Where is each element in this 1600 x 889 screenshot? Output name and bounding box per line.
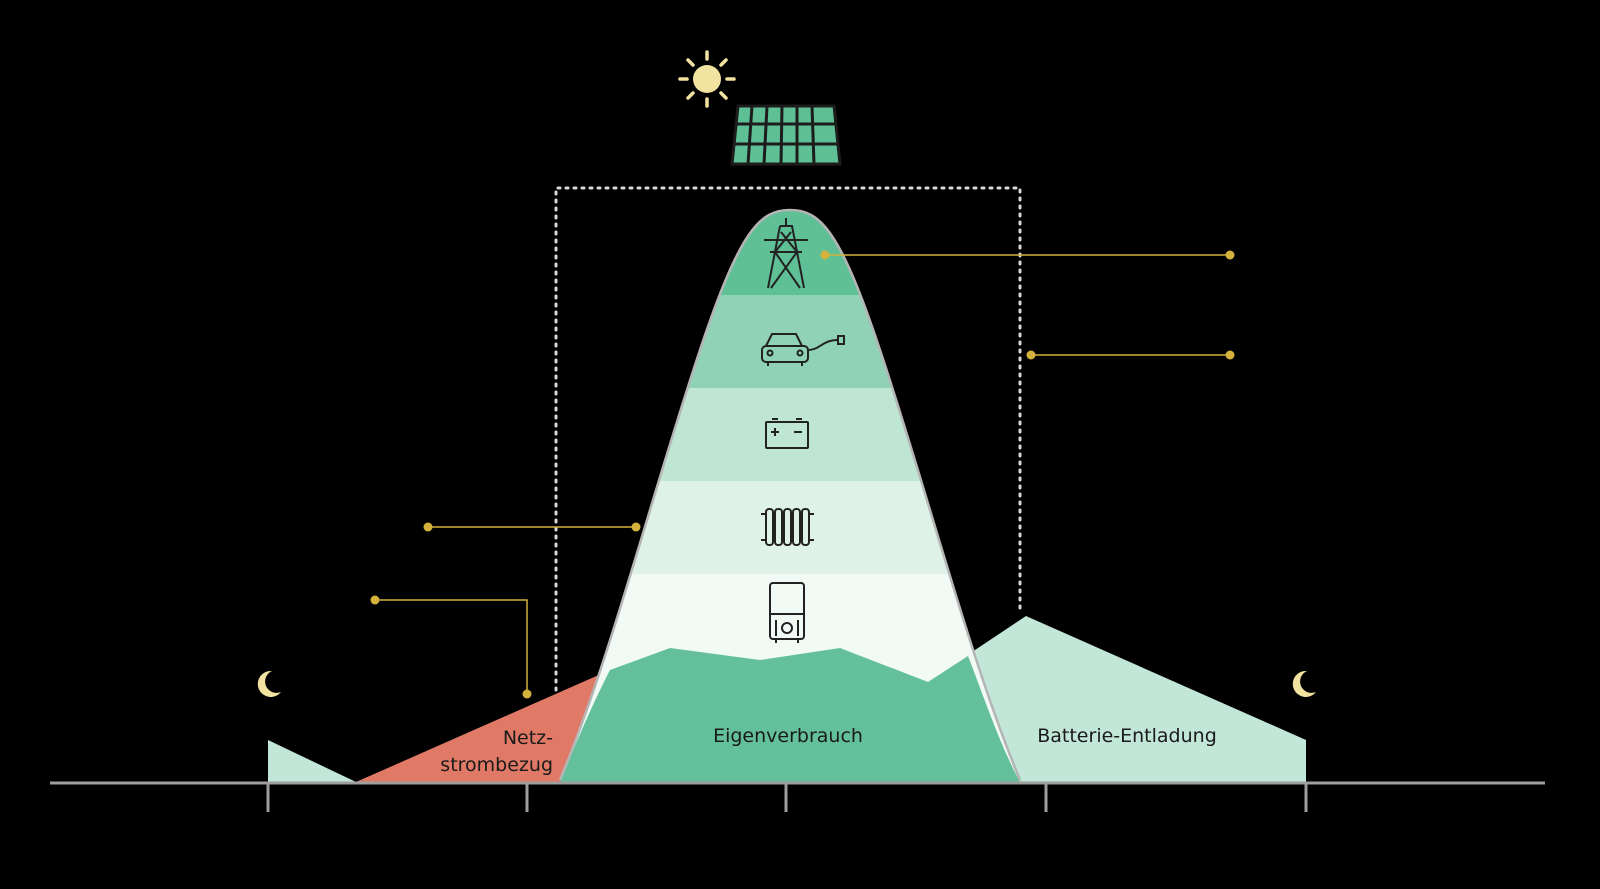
solar-panel-icon <box>730 104 842 166</box>
leader-dot <box>370 595 380 605</box>
battery-icon <box>765 418 809 449</box>
leader-dot <box>820 250 830 260</box>
pv-band-feed-in <box>560 210 1020 295</box>
self-consumption-label: Eigenverbrauch <box>713 725 863 747</box>
leader-dot <box>522 689 532 699</box>
leader-dot <box>1225 250 1235 260</box>
leader-lines <box>375 254 1230 694</box>
leader-dots <box>370 250 1235 699</box>
night-left-area <box>268 740 356 782</box>
leader-grid-import <box>375 599 528 694</box>
leader-dot <box>1225 350 1235 360</box>
battery-discharge-label: Batterie-Entladung <box>1037 725 1217 747</box>
water-heater-icon <box>769 582 805 643</box>
grid-import-label-line1: Netz- <box>503 727 553 749</box>
grid-import-label-line2: strombezug <box>440 754 553 776</box>
leader-dot <box>631 522 641 532</box>
radiator-icon <box>761 508 814 546</box>
power-pylon-icon <box>764 218 808 289</box>
axis-ticks <box>266 783 1308 812</box>
grid-import-area <box>356 670 610 782</box>
leader-dot <box>1026 350 1036 360</box>
pv-curve-outline <box>558 208 1022 781</box>
leader-dot <box>423 522 433 532</box>
pv-band-battery <box>560 388 1020 481</box>
electric-car-icon <box>761 333 845 366</box>
battery-discharge-area <box>960 616 1306 782</box>
pv-band-car <box>560 295 1020 388</box>
sun-icon <box>678 50 736 108</box>
moon-icon <box>1292 670 1316 697</box>
moon-icon <box>257 670 281 697</box>
dotted-frame <box>554 186 1022 692</box>
self-consumption-area <box>560 648 1020 782</box>
